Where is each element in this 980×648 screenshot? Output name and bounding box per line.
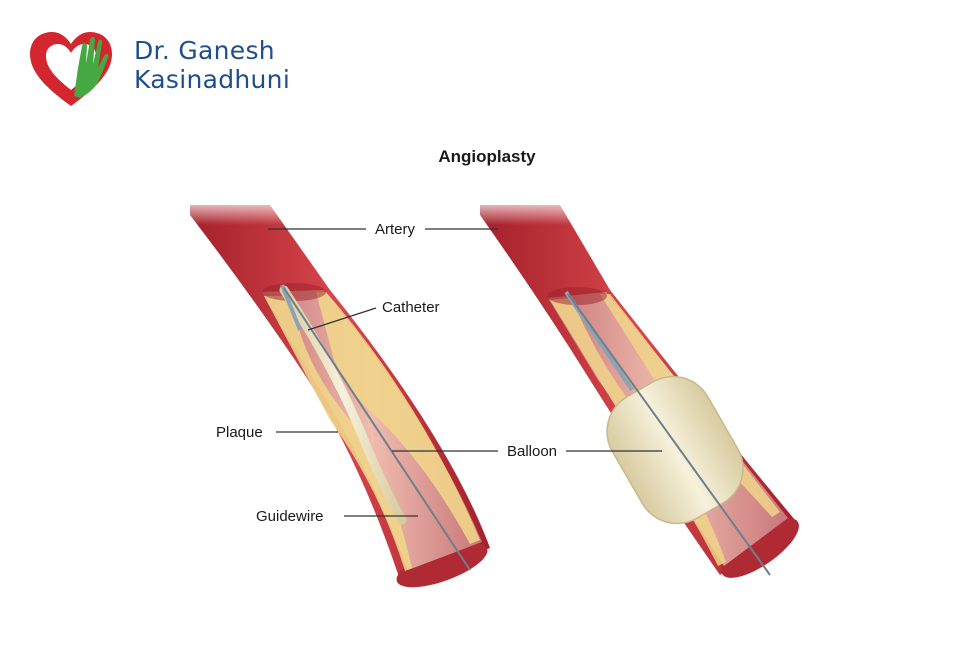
label-balloon: Balloon	[507, 443, 557, 460]
brand-name: Dr. Ganesh Kasinadhuni	[134, 36, 290, 94]
label-guidewire: Guidewire	[256, 508, 324, 525]
label-artery: Artery	[375, 221, 416, 238]
label-plaque: Plaque	[216, 424, 263, 441]
artery-left	[180, 195, 490, 588]
label-catheter: Catheter	[382, 299, 440, 316]
diagram-title: Angioplasty	[438, 147, 536, 166]
brand-name-line2: Kasinadhuni	[134, 65, 291, 94]
brand-name-line1: Dr. Ganesh	[134, 36, 275, 65]
heart-hand-logo-icon	[30, 32, 112, 106]
artery-right	[470, 195, 799, 578]
brand: Dr. Ganesh Kasinadhuni	[24, 26, 324, 110]
